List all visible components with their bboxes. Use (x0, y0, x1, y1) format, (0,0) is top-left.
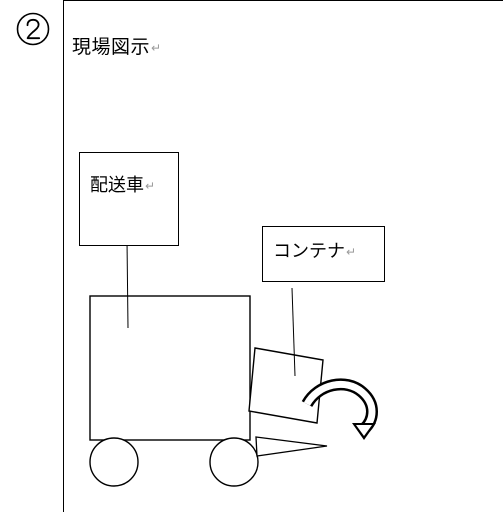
truck-wheel-front (209, 437, 259, 487)
truck-body (89, 295, 251, 441)
truck-return-mark: ↵ (145, 179, 156, 193)
return-mark: ↵ (151, 41, 162, 55)
rotation-arrow-icon (301, 378, 378, 440)
container-return-mark: ↵ (346, 245, 357, 259)
step-number-icon (16, 12, 50, 46)
truck-leader-line (126, 239, 129, 329)
page-title: 現場図示↵ (72, 38, 162, 57)
diagram-frame (63, 0, 503, 512)
truck-wheel-rear (89, 437, 139, 487)
step-number-badge (16, 12, 50, 46)
container-box (248, 347, 324, 424)
container-label-box: コンテナ↵ (262, 226, 385, 282)
page-title-text: 現場図示 (72, 36, 151, 58)
container-leader-line (291, 287, 296, 377)
tail-lift-ramp (255, 436, 328, 457)
truck-label: 配送車 (90, 175, 144, 196)
truck-label-box: 配送車↵ (79, 152, 179, 246)
container-label: コンテナ (273, 241, 345, 262)
